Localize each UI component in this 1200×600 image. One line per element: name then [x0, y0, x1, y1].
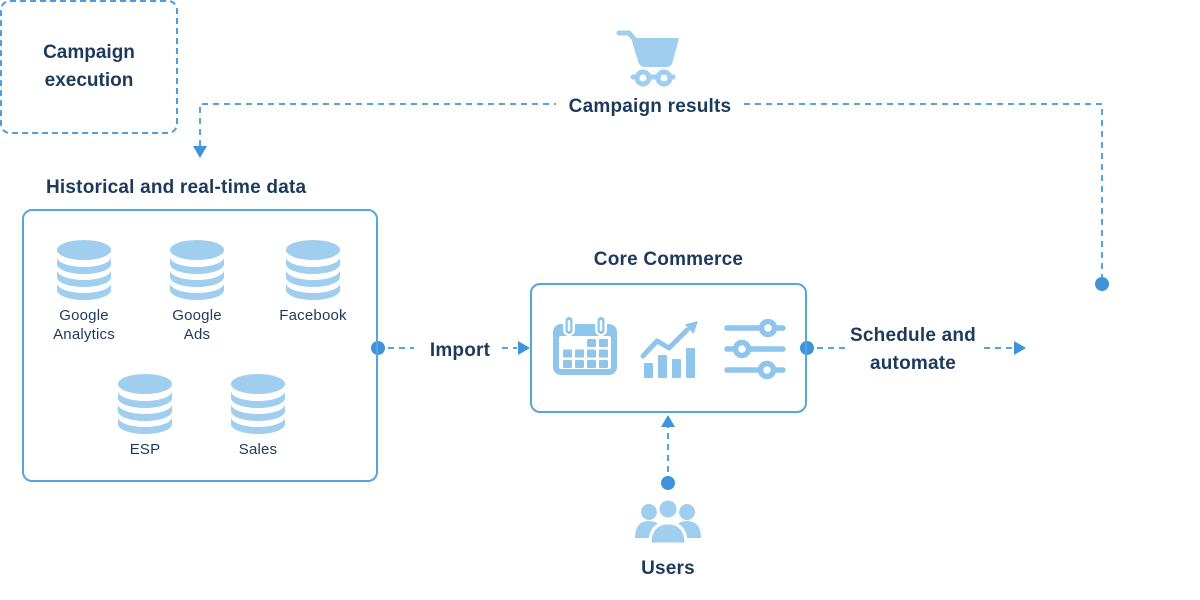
schedule-automate-label: Schedule and automate — [850, 325, 976, 374]
database-icon — [231, 374, 285, 434]
database-icon — [286, 240, 340, 300]
source-esp: ESP — [90, 374, 200, 460]
users-group-icon — [635, 497, 701, 546]
shopping-cart-icon — [616, 30, 679, 87]
database-icon — [118, 374, 172, 434]
source-facebook: Facebook — [258, 240, 368, 326]
source-label: Facebook — [279, 307, 347, 324]
schedule-connector — [800, 341, 1026, 355]
source-label: Sales — [238, 441, 278, 458]
bar-chart-icon — [640, 321, 698, 378]
sources-title: Historical and real-time data — [46, 177, 307, 198]
source-google-ads: Google Ads — [142, 240, 252, 345]
sources-box — [22, 209, 378, 482]
arrow-down-icon — [193, 146, 207, 158]
connector-dot — [1095, 277, 1109, 291]
import-connector — [371, 341, 530, 355]
arrow-up-icon — [661, 415, 675, 427]
source-label: Google Analytics — [53, 307, 115, 343]
campaign-results-label: Campaign results — [568, 96, 732, 117]
core-commerce-box — [530, 283, 807, 413]
campaign-execution-box: Campaign execution — [0, 0, 178, 134]
source-sales: Sales — [203, 374, 313, 460]
source-google-analytics: Google Analytics — [29, 240, 139, 345]
sliders-icon — [724, 319, 786, 379]
connector-dot — [800, 341, 814, 355]
source-label: ESP — [129, 441, 161, 458]
database-icon — [170, 240, 224, 300]
connector-dot — [661, 476, 675, 490]
feedback-connector — [193, 103, 1109, 291]
core-commerce-title: Core Commerce — [593, 249, 744, 270]
arrow-right-icon — [1014, 341, 1026, 355]
source-label: Google Ads — [172, 307, 222, 343]
import-label: Import — [429, 340, 491, 361]
calendar-icon — [553, 315, 617, 375]
users-label: Users — [641, 558, 695, 579]
arrow-right-icon — [518, 341, 530, 355]
users-connector — [661, 415, 675, 490]
database-icon — [57, 240, 111, 300]
connector-dot — [371, 341, 385, 355]
campaign-execution-label: Campaign execution — [43, 42, 135, 91]
